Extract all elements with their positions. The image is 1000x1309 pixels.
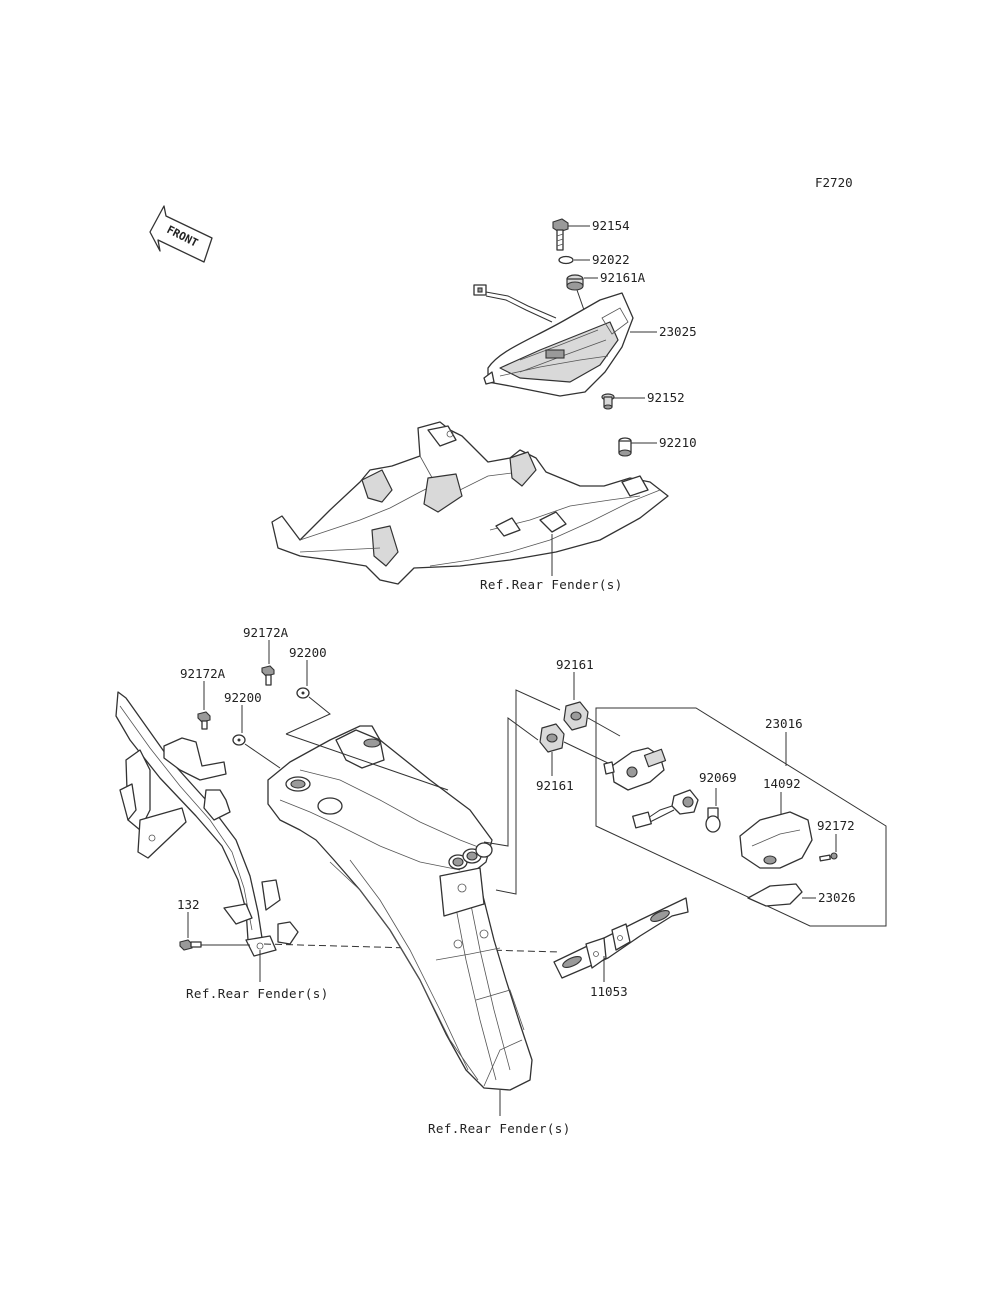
figure-code: F2720 xyxy=(815,175,853,190)
callout-92022: 92022 xyxy=(592,252,630,267)
callout-92154: 92154 xyxy=(592,218,630,233)
rear-fender-upper xyxy=(271,421,669,585)
front-arrow-icon: FRONT xyxy=(149,205,213,263)
ref-rear-fender-left: Ref.Rear Fender(s) xyxy=(186,986,329,1001)
cover-23026 xyxy=(747,883,803,907)
screw-92172A-right xyxy=(261,665,275,686)
callout-132: 132 xyxy=(177,897,200,912)
ref-rear-fender-top: Ref.Rear Fender(s) xyxy=(480,577,623,592)
tail-lamp-23025 xyxy=(473,284,634,397)
callout-92161A: 92161A xyxy=(600,270,646,285)
grommet-92161A xyxy=(566,274,584,291)
bolt-92154 xyxy=(552,218,569,251)
callout-92200-left: 92200 xyxy=(224,690,262,705)
spacer-92210 xyxy=(618,437,632,457)
collar-92152 xyxy=(601,393,615,410)
screw-92172 xyxy=(819,852,838,862)
rear-subframe-left xyxy=(115,691,299,957)
callout-92161-top: 92161 xyxy=(556,657,594,672)
callout-92210: 92210 xyxy=(659,435,697,450)
callout-92152: 92152 xyxy=(647,390,685,405)
callout-92172: 92172 xyxy=(817,818,855,833)
grommet-92161-bottom xyxy=(539,723,565,753)
callout-23026: 23026 xyxy=(818,890,856,905)
callout-92172A-left: 92172A xyxy=(180,666,226,681)
ref-rear-fender-bottom: Ref.Rear Fender(s) xyxy=(428,1121,571,1136)
callout-92172A-right: 92172A xyxy=(243,625,289,640)
callout-14092: 14092 xyxy=(763,776,801,791)
lens-14092 xyxy=(739,811,813,869)
washer-92022 xyxy=(558,255,574,265)
callout-92161-bottom: 92161 xyxy=(536,778,574,793)
callout-92069: 92069 xyxy=(699,770,737,785)
bulb-92069 xyxy=(705,807,721,833)
screw-92172A-left xyxy=(197,711,211,730)
rear-fender-lower xyxy=(267,725,533,1091)
bolt-132 xyxy=(179,939,202,951)
lamp-socket xyxy=(632,789,699,829)
callout-23025: 23025 xyxy=(659,324,697,339)
assembly-outline-23016 xyxy=(595,707,887,927)
license-lamp-housing xyxy=(603,747,667,791)
callout-23016: 23016 xyxy=(765,716,803,731)
callout-11053: 11053 xyxy=(590,984,628,999)
callout-92200-right: 92200 xyxy=(289,645,327,660)
license-bracket-11053 xyxy=(553,897,689,979)
grommet-92161-top xyxy=(563,701,589,731)
